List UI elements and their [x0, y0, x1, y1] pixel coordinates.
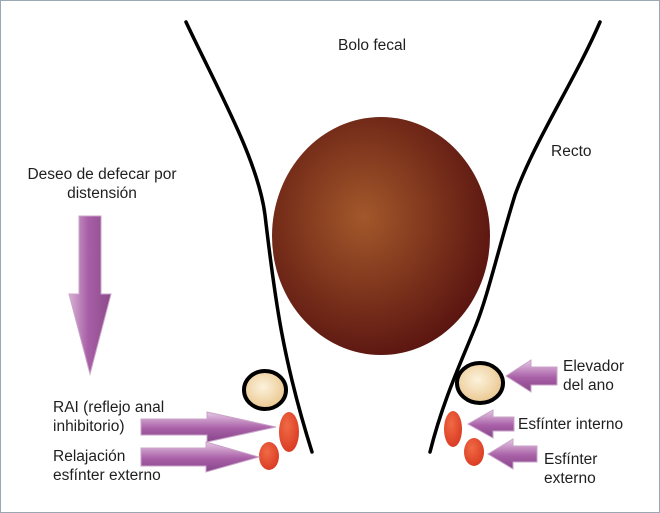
internal-sphincter-right: [444, 411, 462, 447]
label-recto: Recto: [551, 143, 592, 160]
relaxation-arrow: [140, 441, 261, 473]
levator-ani-right: [455, 361, 505, 405]
label-bolo-fecal: Bolo fecal: [338, 37, 407, 54]
label-esfinter-externo: Esfínter externo: [544, 451, 598, 487]
distension-arrow: [68, 215, 112, 376]
label-rai: RAI (reflejo anal inhibitorio): [53, 399, 165, 435]
external-sphincter-left: [259, 442, 279, 470]
internal-sphincter-arrow: [466, 409, 515, 439]
levator-arrow: [505, 359, 558, 393]
label-esfinter-interno: Esfínter interno: [518, 416, 624, 433]
external-sphincter-arrow: [487, 438, 538, 470]
levator-ani-left: [242, 369, 288, 411]
fecal-bolus: [272, 117, 490, 355]
internal-sphincter-left: [279, 412, 299, 452]
external-sphincter-right: [464, 438, 484, 466]
label-deseo-defecar: Deseo de defecar por distensión: [27, 166, 177, 202]
label-relajacion: Relajación esfínter externo: [53, 448, 161, 484]
label-elevador-ano: Elevador del ano: [563, 358, 625, 394]
left-rectal-wall: [184, 20, 314, 454]
right-rectal-wall: [428, 20, 602, 454]
rai-arrow: [140, 411, 277, 443]
